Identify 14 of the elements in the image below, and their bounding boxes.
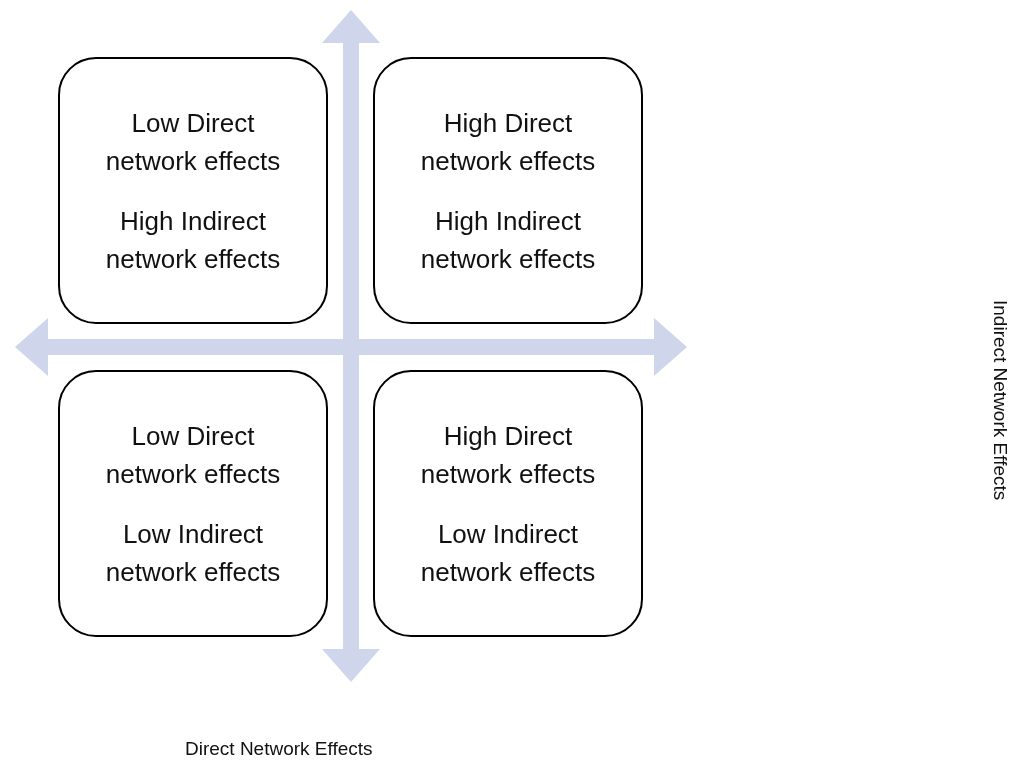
- quadrant-box: [373, 370, 643, 637]
- quadrant-text: High Direct network effects: [419, 419, 597, 491]
- quadrant-box: [373, 57, 643, 324]
- horizontal-axis-label: Direct Network Effects: [185, 738, 373, 760]
- quadrant-text: Low Indirect network effects: [419, 517, 597, 589]
- quadrant-box: [58, 370, 328, 637]
- quadrant-text: Low Direct network effects: [104, 419, 282, 491]
- vertical-axis-label: Indirect Network Effects: [989, 300, 1011, 501]
- quadrant-text: Low Indirect network effects: [104, 517, 282, 589]
- quadrant-box: [58, 57, 328, 324]
- quadrant-text: High Direct network effects: [419, 106, 597, 178]
- quadrant-text: Low Direct network effects: [104, 106, 282, 178]
- quadrant-text: High Indirect network effects: [104, 204, 282, 276]
- quadrant-text: High Indirect network effects: [419, 204, 597, 276]
